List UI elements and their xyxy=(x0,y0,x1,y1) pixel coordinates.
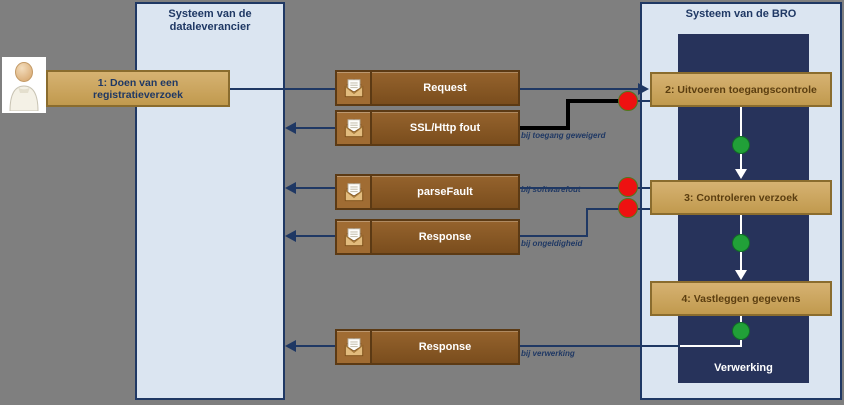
error-dot-softwarefout xyxy=(618,177,638,197)
message-ssl-fout: SSL/Http fout xyxy=(335,110,520,146)
parsefault-line-right xyxy=(518,187,619,189)
error-dot-toegang xyxy=(618,91,638,111)
message-parsefault-label: parseFault xyxy=(417,186,473,198)
denied-line-h1 xyxy=(566,99,630,103)
invalid-line-left xyxy=(296,235,336,237)
lane-dataleverancier xyxy=(135,2,285,400)
step-2-box: 2: Uitvoeren toegangscontrole xyxy=(650,72,832,107)
message-parsefault: parseFault xyxy=(335,174,520,210)
success-dot-1 xyxy=(732,136,750,154)
step-1-box: 1: Doen van een registratieverzoek xyxy=(46,70,230,107)
message-response-ongeldig-label: Response xyxy=(418,231,472,243)
lane-dataleverancier-title: Systeem van de dataleverancier xyxy=(168,8,252,33)
parsefault-line-left xyxy=(296,187,336,189)
parsefault-arrowhead xyxy=(285,182,296,194)
invalid-line-v xyxy=(586,208,588,237)
condition-softwarefout: bij softwarefout xyxy=(521,185,581,194)
request-arrowhead xyxy=(638,83,649,95)
message-request: Request xyxy=(335,70,520,106)
flow-line-4-out-h xyxy=(680,345,742,347)
error-dot-ongeldig xyxy=(618,198,638,218)
envelope-icon xyxy=(337,112,372,144)
flow-arrow-4 xyxy=(735,270,747,280)
envelope-icon xyxy=(337,72,372,104)
denied-line-v xyxy=(566,99,570,130)
step-3-box: 3: Controleren verzoek xyxy=(650,180,832,215)
denied-connector xyxy=(630,100,650,102)
actor-image xyxy=(2,57,46,113)
message-request-label: Request xyxy=(423,82,467,94)
denied-line-h2 xyxy=(518,126,570,130)
message-response-ongeldig: Response xyxy=(335,219,520,255)
lane-bro-title: Systeem van de BRO xyxy=(685,8,797,20)
flow-arrow-3 xyxy=(735,169,747,179)
condition-toegang-geweigerd: bij toegang geweigerd xyxy=(521,131,606,140)
envelope-icon xyxy=(337,221,372,253)
success-dot-2 xyxy=(732,234,750,252)
parsefault-connector xyxy=(630,187,650,189)
message-ssl-fout-label: SSL/Http fout xyxy=(409,122,481,134)
final-response-arrowhead xyxy=(285,340,296,352)
success-dot-3 xyxy=(732,322,750,340)
person-icon xyxy=(9,62,39,111)
step-4-box: 4: Vastleggen gegevens xyxy=(650,281,832,316)
message-response-verwerking: Response xyxy=(335,329,520,365)
invalid-line-h2 xyxy=(518,235,588,237)
ssl-arrowhead xyxy=(285,122,296,134)
envelope-icon xyxy=(337,176,372,208)
invalid-line-h1 xyxy=(586,208,620,210)
condition-verwerking: bij verwerking xyxy=(521,349,575,358)
process-label: Verwerking xyxy=(714,362,773,374)
invalid-connector xyxy=(630,208,650,210)
condition-ongeldigheid: bij ongeldigheid xyxy=(521,239,583,248)
invalid-arrowhead xyxy=(285,230,296,242)
message-response-verwerking-label: Response xyxy=(418,341,472,353)
ssl-return-line xyxy=(296,127,336,129)
envelope-icon xyxy=(337,331,372,363)
